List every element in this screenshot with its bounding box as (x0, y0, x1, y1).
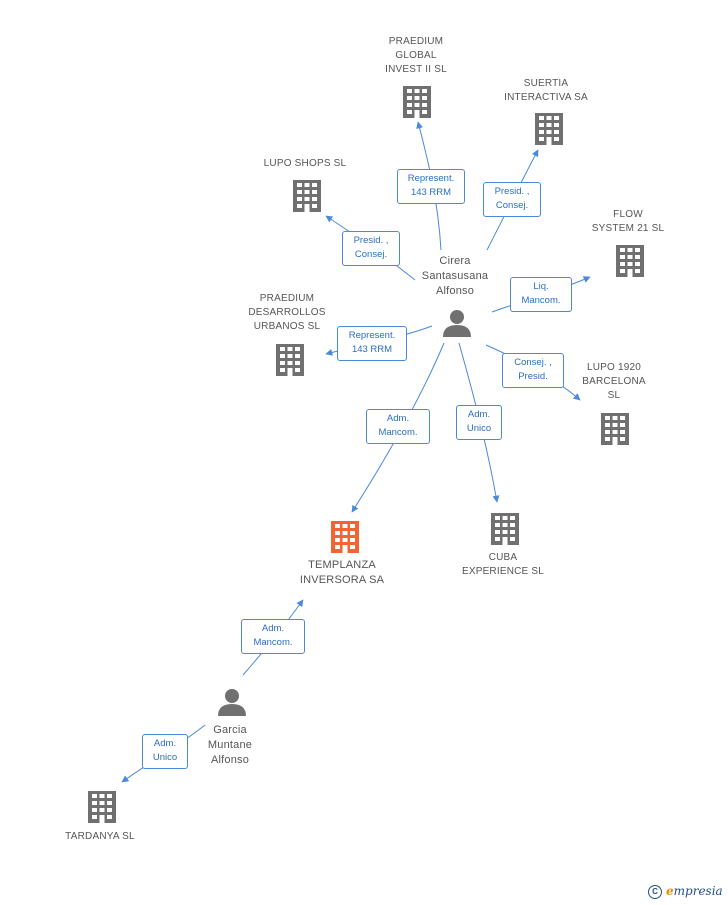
building-icon (88, 791, 116, 823)
node-label-cuba[interactable]: CUBA EXPERIENCE SL (461, 552, 545, 577)
building-icon (535, 113, 563, 145)
edge-label-cirera-praedium-global: Represent. 143 RRM (397, 169, 465, 204)
node-label-templanza[interactable]: TEMPLANZA INVERSORA SA (299, 559, 385, 586)
edge-label-cirera-praedium-desarrollos: Represent. 143 RRM (337, 326, 407, 361)
edge-label-cirera-lupo-shops: Presid. , Consej. (342, 231, 400, 266)
edge-label-cirera-suertia: Presid. , Consej. (483, 182, 541, 217)
copyright-icon: C (648, 884, 662, 899)
brand-rest: mpresia (673, 884, 723, 898)
person-icon (443, 310, 471, 337)
building-icon (491, 513, 519, 545)
building-icon (616, 245, 644, 277)
node-label-lupo-shops[interactable]: LUPO SHOPS SL (263, 158, 347, 169)
node-label-lupo-1920[interactable]: LUPO 1920 BARCELONA SL (582, 362, 646, 401)
building-icon (403, 86, 431, 118)
building-icon (293, 180, 321, 212)
edge-label-cirera-templanza: Adm. Mancom. (366, 409, 430, 444)
node-label-garcia[interactable]: Garcia Muntane Alfonso (207, 724, 253, 766)
building-icon (276, 344, 304, 376)
focus-building-icon (331, 521, 359, 553)
node-label-praedium-global[interactable]: PRAEDIUM GLOBAL INVEST II SL (385, 36, 447, 75)
node-label-flow-system[interactable]: FLOW SYSTEM 21 SL (591, 209, 665, 234)
edge-label-garcia-tardanya: Adm. Unico (142, 734, 188, 769)
edge-label-cirera-flow: Liq. Mancom. (510, 277, 572, 312)
node-label-praedium-desarrollos[interactable]: PRAEDIUM DESARROLLOS URBANOS SL (248, 293, 326, 332)
edge-label-cirera-lupo-1920: Consej. , Presid. (502, 353, 564, 388)
person-icon (218, 689, 246, 716)
building-icon (601, 413, 629, 445)
node-label-tardanya[interactable]: TARDANYA SL (65, 831, 135, 842)
node-label-suertia[interactable]: SUERTIA INTERACTIVA SA (504, 78, 588, 103)
edge-label-garcia-templanza: Adm. Mancom. (241, 619, 305, 654)
edge-label-cirera-cuba: Adm. Unico (456, 405, 502, 440)
node-label-cirera[interactable]: Cirera Santasusana Alfonso (421, 255, 489, 297)
brand-first-letter: e (666, 884, 674, 898)
